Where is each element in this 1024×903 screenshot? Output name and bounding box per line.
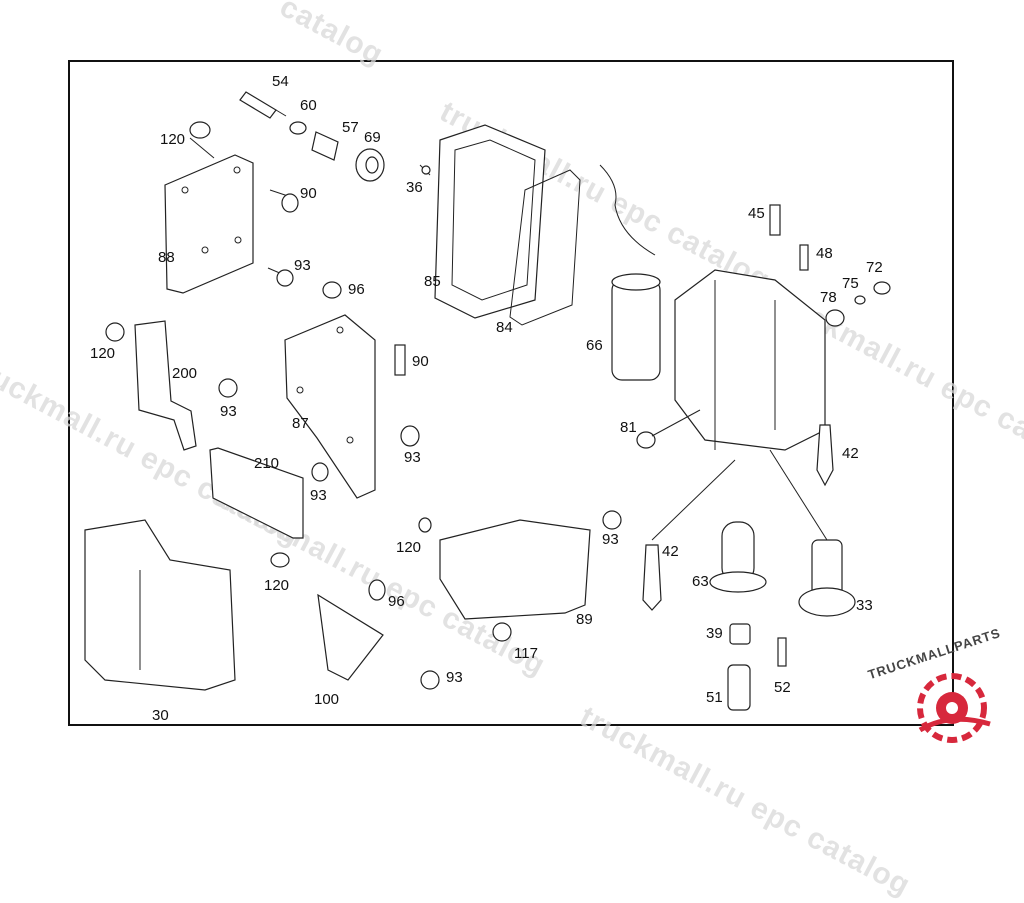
label-part-85[interactable]: 85 [424, 273, 441, 290]
label-part-93[interactable]: 93 [310, 487, 327, 504]
part-81-plug[interactable] [636, 409, 701, 449]
label-part-66[interactable]: 66 [586, 337, 603, 354]
label-part-96[interactable]: 96 [388, 593, 405, 610]
part-100-plate[interactable] [317, 593, 384, 681]
part-87-bracket[interactable] [284, 314, 376, 499]
label-part-81[interactable]: 81 [620, 419, 637, 436]
part-66-filter[interactable] [599, 164, 661, 381]
label-part-39[interactable]: 39 [706, 625, 723, 642]
label-part-90[interactable]: 90 [300, 185, 317, 202]
part-93-bolt[interactable] [602, 510, 622, 530]
diagram-frame [68, 60, 954, 726]
part-42-sensor[interactable] [642, 459, 736, 611]
label-part-120[interactable]: 120 [264, 577, 290, 594]
label-part-200[interactable]: 200 [172, 365, 198, 382]
part-57-fitting[interactable] [311, 131, 339, 161]
part-48-screw[interactable] [799, 244, 809, 271]
part-42-sensor[interactable] [816, 424, 834, 487]
label-part-93[interactable]: 93 [294, 257, 311, 274]
label-part-63[interactable]: 63 [692, 573, 709, 590]
label-part-90[interactable]: 90 [412, 353, 429, 370]
part-89-bracket[interactable] [439, 519, 591, 620]
part-36-screw[interactable] [419, 164, 431, 176]
part-69-ring[interactable] [355, 148, 385, 182]
part-93-bolt[interactable] [267, 267, 294, 287]
part-96-nut[interactable] [322, 281, 342, 299]
label-part-84[interactable]: 84 [496, 319, 513, 336]
part-120-washer[interactable] [270, 552, 290, 568]
part-52-pin[interactable] [777, 637, 787, 667]
part-63-sender[interactable] [709, 521, 767, 593]
part-93-bolt[interactable] [311, 462, 329, 482]
part-39-cap[interactable] [729, 623, 751, 645]
label-part-88[interactable]: 88 [158, 249, 175, 266]
part-88-bracket[interactable] [164, 154, 254, 294]
label-part-36[interactable]: 36 [406, 179, 423, 196]
label-part-93[interactable]: 93 [446, 669, 463, 686]
label-part-75[interactable]: 75 [842, 275, 859, 292]
label-part-48[interactable]: 48 [816, 245, 833, 262]
part-210-plate[interactable] [209, 447, 304, 539]
part-93-bolt[interactable] [218, 378, 238, 398]
label-part-69[interactable]: 69 [364, 129, 381, 146]
part-housing-main[interactable] [674, 269, 826, 451]
part-51-sleeve[interactable] [727, 664, 751, 711]
part-93-bolt[interactable] [400, 425, 420, 447]
part-200-plate[interactable] [134, 320, 197, 451]
label-part-117[interactable]: 117 [514, 645, 538, 662]
label-part-87[interactable]: 87 [292, 415, 309, 432]
part-117-bolt[interactable] [492, 622, 512, 642]
part-84-gasket[interactable] [509, 169, 581, 326]
part-90-bolt[interactable] [269, 189, 299, 213]
part-75-seal[interactable] [854, 295, 866, 305]
part-85-cover[interactable] [434, 124, 546, 319]
part-30-pump[interactable] [84, 519, 236, 691]
label-part-57[interactable]: 57 [342, 119, 359, 136]
label-part-120[interactable]: 120 [396, 539, 422, 556]
parts-drawing [84, 91, 891, 711]
part-78-fitting[interactable] [825, 309, 845, 327]
label-part-120[interactable]: 120 [160, 131, 186, 148]
part-120-washer[interactable] [105, 322, 125, 342]
part-33-sensor[interactable] [769, 449, 856, 617]
label-part-30[interactable]: 30 [152, 707, 169, 724]
label-part-100[interactable]: 100 [314, 691, 340, 708]
label-part-54[interactable]: 54 [272, 73, 289, 90]
truckmall-logo [917, 673, 991, 743]
label-part-96[interactable]: 96 [348, 281, 365, 298]
label-part-210[interactable]: 210 [254, 455, 280, 472]
part-60-seal[interactable] [289, 121, 307, 135]
label-part-51[interactable]: 51 [706, 689, 723, 706]
label-part-120[interactable]: 120 [90, 345, 116, 362]
label-part-42[interactable]: 42 [662, 543, 679, 560]
label-part-93[interactable]: 93 [220, 403, 237, 420]
part-45-valve[interactable] [769, 204, 781, 236]
part-54-sensor[interactable] [239, 91, 287, 119]
label-part-60[interactable]: 60 [300, 97, 317, 114]
label-part-93[interactable]: 93 [404, 449, 421, 466]
label-part-52[interactable]: 52 [774, 679, 791, 696]
label-part-78[interactable]: 78 [820, 289, 837, 306]
part-120-washer[interactable] [418, 517, 432, 533]
part-90-bolt[interactable] [394, 344, 406, 376]
part-120-washer[interactable] [189, 121, 215, 159]
label-part-42[interactable]: 42 [842, 445, 859, 462]
label-part-72[interactable]: 72 [866, 259, 883, 276]
part-96-washer[interactable] [368, 579, 386, 601]
part-72-cap[interactable] [873, 281, 891, 295]
label-part-33[interactable]: 33 [856, 597, 873, 614]
label-part-89[interactable]: 89 [576, 611, 593, 628]
part-93-bolt[interactable] [420, 670, 440, 690]
label-part-93[interactable]: 93 [602, 531, 619, 548]
label-part-45[interactable]: 45 [748, 205, 765, 222]
